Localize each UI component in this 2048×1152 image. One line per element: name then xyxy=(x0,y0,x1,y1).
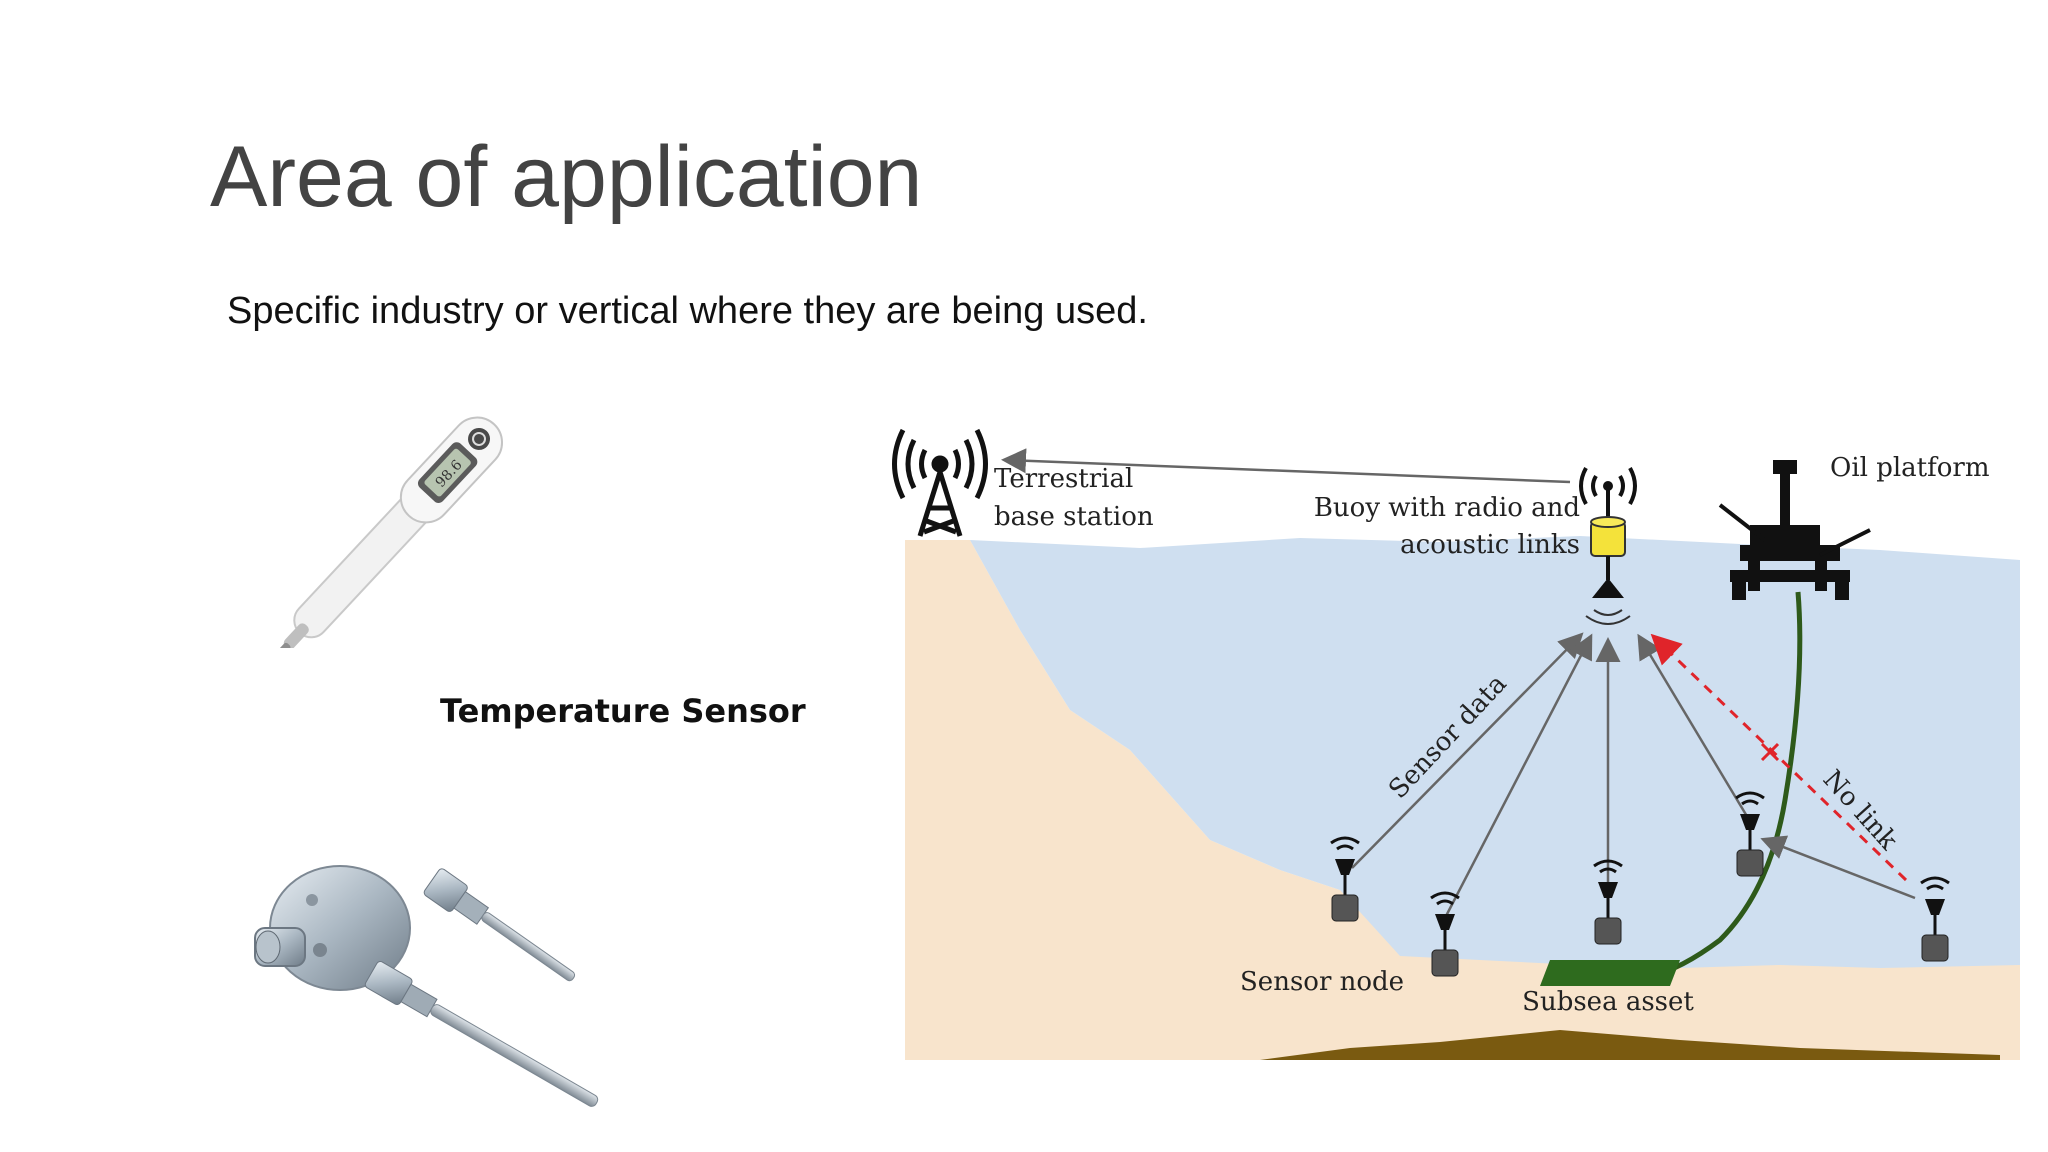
sensor-data-arrows xyxy=(1351,632,1916,919)
subsea-asset xyxy=(1540,960,1680,986)
sensor-node-icon xyxy=(1330,836,1360,922)
no-link-line xyxy=(1650,633,1908,882)
sensor-node-icon xyxy=(1920,876,1950,962)
radio-link-arrow xyxy=(1001,448,1571,484)
industrial-temperature-probe-image xyxy=(254,865,599,1107)
digital-thermometer-image: 98.6 xyxy=(278,416,504,648)
sensor-node-icon xyxy=(1735,791,1765,877)
slide-title: Area of application xyxy=(210,129,923,225)
buoy-label-line1: Buoy with radio and xyxy=(1314,493,1580,523)
no-link-x-icon xyxy=(1760,742,1780,762)
oil-platform-icon xyxy=(1718,460,1871,600)
sediment-layer xyxy=(1260,1030,2000,1060)
buoy-label-line2: acoustic links xyxy=(1400,530,1580,560)
terrestrial-label: Terrestrial xyxy=(994,464,1133,494)
sensor-node-icon xyxy=(1593,859,1623,945)
subsea-asset-label: Subsea asset xyxy=(1522,987,1694,1017)
tower-icon xyxy=(892,428,988,537)
base-station-label: base station xyxy=(994,502,1154,532)
temperature-sensor-caption: Temperature Sensor xyxy=(440,692,806,730)
slide-subtitle: Specific industry or vertical where they… xyxy=(227,290,1148,332)
sensor-node-label: Sensor node xyxy=(1240,967,1404,997)
sensor-node-icon xyxy=(1430,891,1460,977)
oil-platform-label: Oil platform xyxy=(1830,453,1989,483)
buoy-icon xyxy=(1579,467,1637,625)
underwater-sensor-network-diagram: Terrestrial base station Buoy with radio… xyxy=(892,428,2020,1060)
seabed xyxy=(905,540,2020,1060)
